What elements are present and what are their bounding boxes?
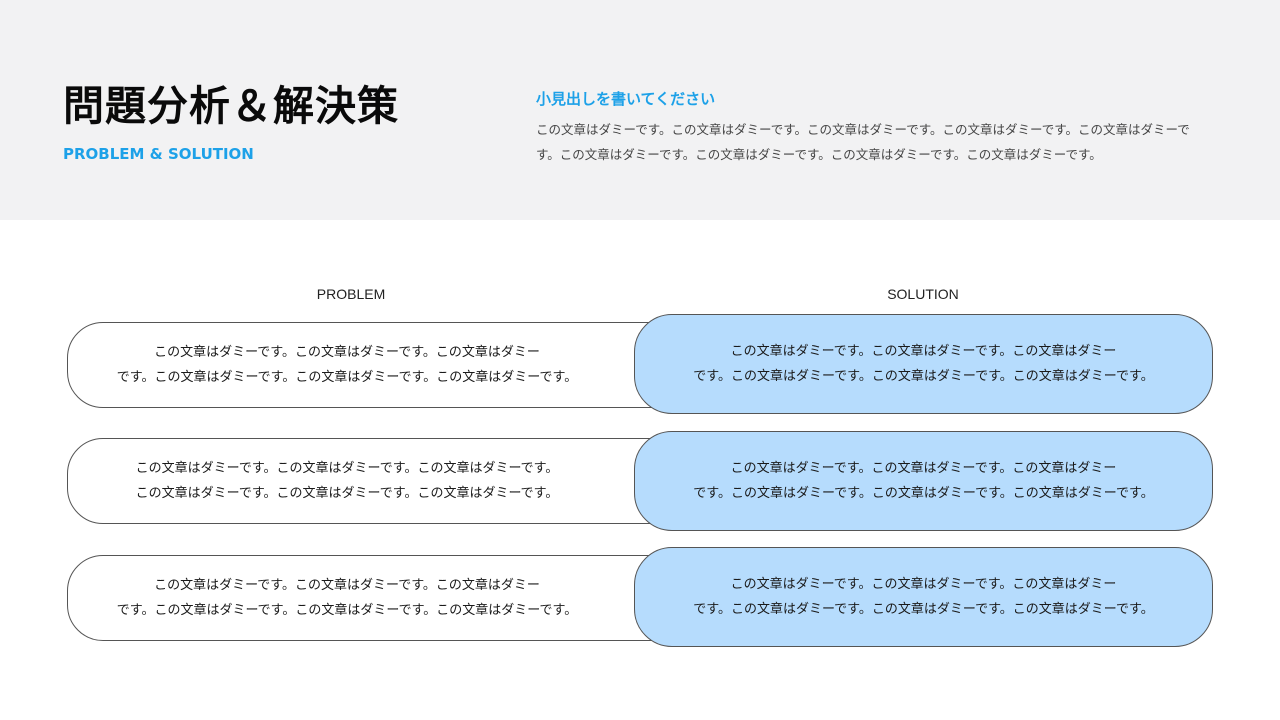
lead-heading: 小見出しを書いてください [536,90,716,108]
problem-text-line: この文章はダミーです。この文章はダミーです。この文章はダミーです。 [135,486,559,501]
solution-text-line: です。この文章はダミーです。この文章はダミーです。この文章はダミーです。 [693,486,1154,501]
problem-box: この文章はダミーです。この文章はダミーです。この文章はダミーです。 この文章はダ… [67,438,707,524]
problem-text-line: です。この文章はダミーです。この文章はダミーです。この文章はダミーです。 [116,603,578,618]
solution-box: この文章はダミーです。この文章はダミーです。この文章はダミー です。この文章はダ… [634,431,1213,531]
page-subtitle: PROBLEM & SOLUTION [63,145,254,163]
problem-box: この文章はダミーです。この文章はダミーです。この文章はダミー です。この文章はダ… [67,322,707,408]
problem-column-label: PROBLEM [316,286,386,302]
problem-text-line: この文章はダミーです。この文章はダミーです。この文章はダミーです。 [135,461,559,476]
problem-box: この文章はダミーです。この文章はダミーです。この文章はダミー です。この文章はダ… [67,555,707,641]
solution-text-line: この文章はダミーです。この文章はダミーです。この文章はダミー [730,461,1117,476]
header-band: 問題分析＆解決策 PROBLEM & SOLUTION 小見出しを書いてください… [0,0,1280,220]
solution-box: この文章はダミーです。この文章はダミーです。この文章はダミー です。この文章はダ… [634,547,1213,647]
problem-text-line: です。この文章はダミーです。この文章はダミーです。この文章はダミーです。 [116,370,578,385]
solution-column-label: SOLUTION [887,286,959,302]
problem-text-line: この文章はダミーです。この文章はダミーです。この文章はダミー [154,345,540,360]
solution-text-line: です。この文章はダミーです。この文章はダミーです。この文章はダミーです。 [693,602,1154,617]
solution-text-line: この文章はダミーです。この文章はダミーです。この文章はダミー [730,577,1117,592]
page-title: 問題分析＆解決策 [63,82,399,130]
problem-text-line: この文章はダミーです。この文章はダミーです。この文章はダミー [154,578,540,593]
solution-text-line: です。この文章はダミーです。この文章はダミーです。この文章はダミーです。 [693,369,1154,384]
solution-box: この文章はダミーです。この文章はダミーです。この文章はダミー です。この文章はダ… [634,314,1213,414]
solution-text-line: この文章はダミーです。この文章はダミーです。この文章はダミー [730,344,1117,359]
lead-body: この文章はダミーです。この文章はダミーです。この文章はダミーです。この文章はダミ… [536,122,1190,162]
